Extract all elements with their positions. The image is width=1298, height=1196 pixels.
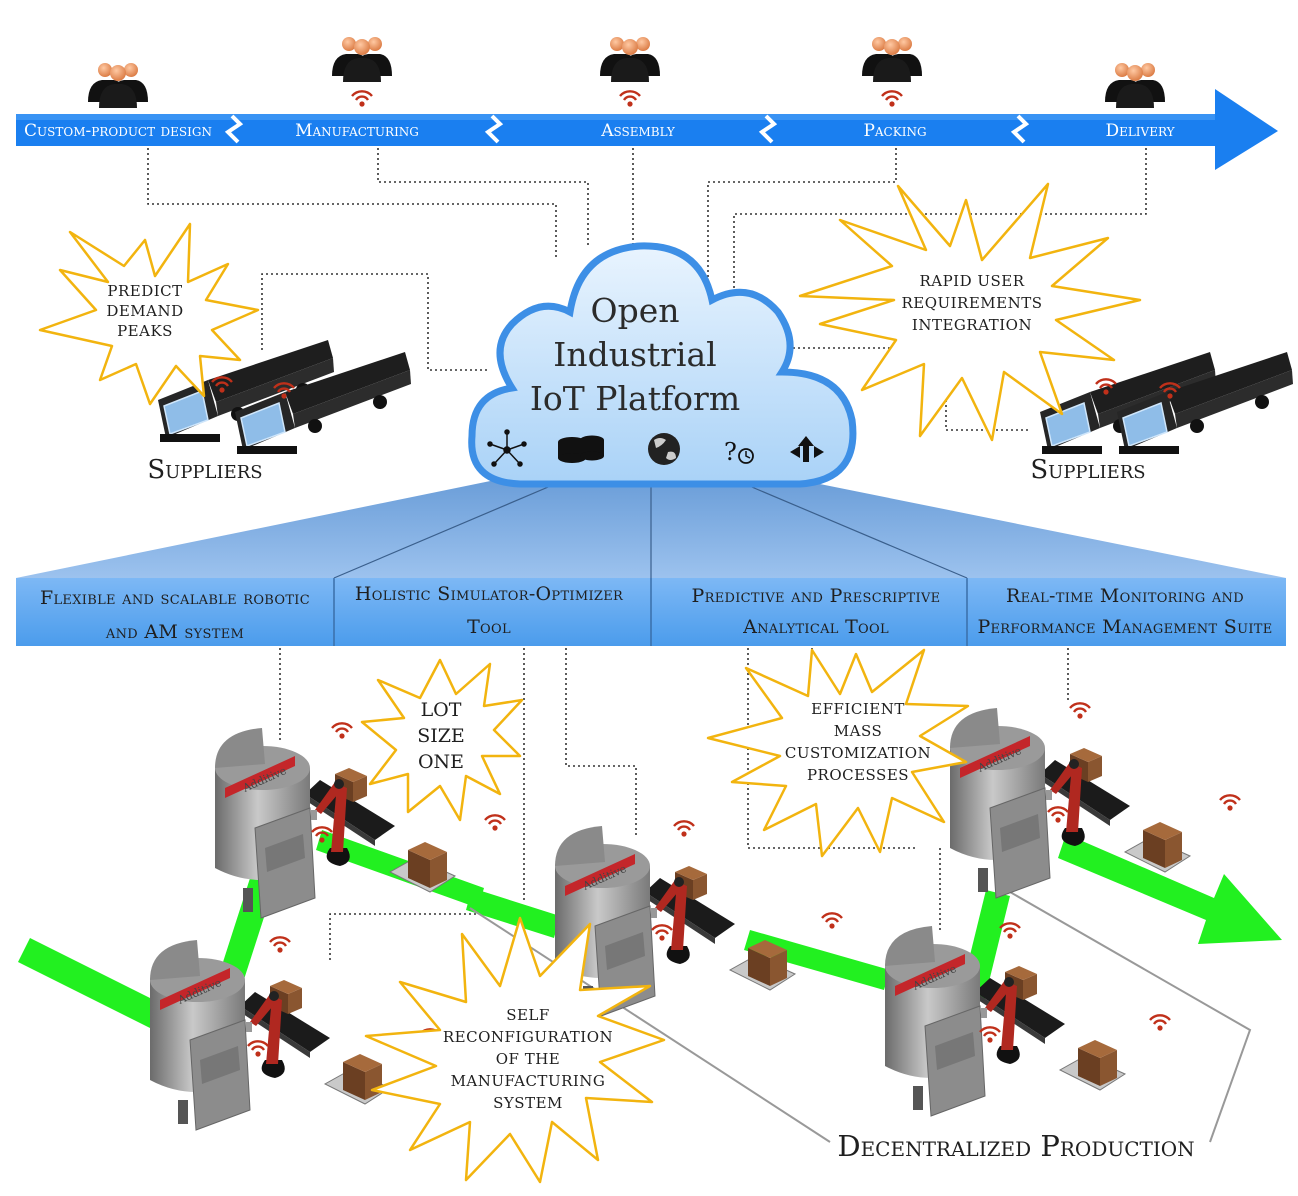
burst-efficient <box>706 648 970 858</box>
burst-lot <box>360 658 524 822</box>
burst-lot-line1: LOT <box>421 699 462 721</box>
svg-text:?: ? <box>724 438 737 466</box>
module-monitoring-line2: Performance Management Suite <box>977 616 1272 638</box>
module-bar <box>16 578 1286 646</box>
people-icon <box>332 37 392 82</box>
module-simulator-line1: Holistic Simulator-Optimizer <box>355 583 624 605</box>
platform-title-line2: Industrial <box>553 335 716 374</box>
wireless-icon <box>350 90 374 108</box>
question-clock-icon: ? <box>724 438 754 466</box>
process-timeline-arrow <box>16 89 1278 170</box>
suppliers-label-right: Suppliers <box>1030 455 1145 485</box>
globe-icon <box>648 433 680 465</box>
platform-title-line1: Open <box>591 291 680 330</box>
burst-self-line1: SELF <box>506 1006 550 1024</box>
platform-title-line3: IoT Platform <box>530 379 740 418</box>
module-robotic-line2: and AM system <box>105 621 244 643</box>
wireless-icon <box>880 90 904 108</box>
module-analytical-line1: Predictive and Prescriptive <box>692 585 941 607</box>
burst-predict <box>38 222 260 406</box>
burst-predict-line2: DEMAND <box>106 302 183 320</box>
burst-efficient-line1: EFFICIENT <box>811 700 905 718</box>
supplier-trucks-right <box>1039 351 1294 455</box>
stage-label-assembly: Assembly <box>600 121 676 141</box>
module-analytical-line2: Analytical Tool <box>742 616 889 638</box>
people-icon <box>600 37 660 82</box>
module-robotic-line1: Flexible and scalable robotic <box>40 587 310 609</box>
people-icon <box>862 37 922 82</box>
suppliers-label-left: Suppliers <box>147 455 262 485</box>
stage-label-manufacturing: Manufacturing <box>295 121 419 141</box>
people-icon <box>1105 63 1165 108</box>
am-cell-2: Additive <box>149 936 442 1131</box>
burst-efficient-line4: PROCESSES <box>807 766 909 784</box>
database-icon <box>558 435 604 463</box>
iot-platform-cloud <box>468 242 857 488</box>
burst-self <box>364 916 666 1184</box>
burst-efficient-line2: MASS <box>834 722 882 740</box>
module-monitoring-line1: Real-time Monitoring and <box>1006 585 1244 607</box>
stage-label-custom: Custom-product design <box>24 121 212 141</box>
burst-self-line5: SYSTEM <box>493 1094 563 1112</box>
am-cell-1: Additive <box>214 722 507 919</box>
stage-label-packing: Packing <box>863 121 926 141</box>
burst-lot-line2: SIZE <box>417 725 465 747</box>
burst-lot-line3: ONE <box>418 751 464 773</box>
burst-self-line3: OF THE <box>496 1050 561 1068</box>
module-simulator-line2: Tool <box>467 616 511 638</box>
burst-rapid-line2: REQUIREMENTS <box>901 294 1042 312</box>
people-icon <box>88 63 148 108</box>
burst-rapid <box>798 182 1142 442</box>
network-icon <box>487 429 527 467</box>
burst-predict-line3: PEAKS <box>117 322 173 340</box>
burst-self-line4: MANUFACTURING <box>451 1072 606 1090</box>
burst-self-line2: RECONFIGURATION <box>443 1028 613 1046</box>
stage-label-delivery: Delivery <box>1105 121 1175 141</box>
burst-rapid-line1: RAPID USER <box>919 272 1024 290</box>
am-cell-4: Additive <box>884 922 1172 1117</box>
decentralized-production-label: Decentralized Production <box>837 1129 1194 1163</box>
am-cell-3: Additive <box>554 820 844 1017</box>
wireless-icon <box>618 90 642 108</box>
burst-rapid-line3: INTEGRATION <box>912 316 1032 334</box>
am-cell-5: Additive <box>949 702 1242 899</box>
burst-efficient-line3: CUSTOMIZATION <box>785 744 931 762</box>
burst-predict-line1: PREDICT <box>107 282 182 300</box>
arrows-icon <box>790 436 824 462</box>
